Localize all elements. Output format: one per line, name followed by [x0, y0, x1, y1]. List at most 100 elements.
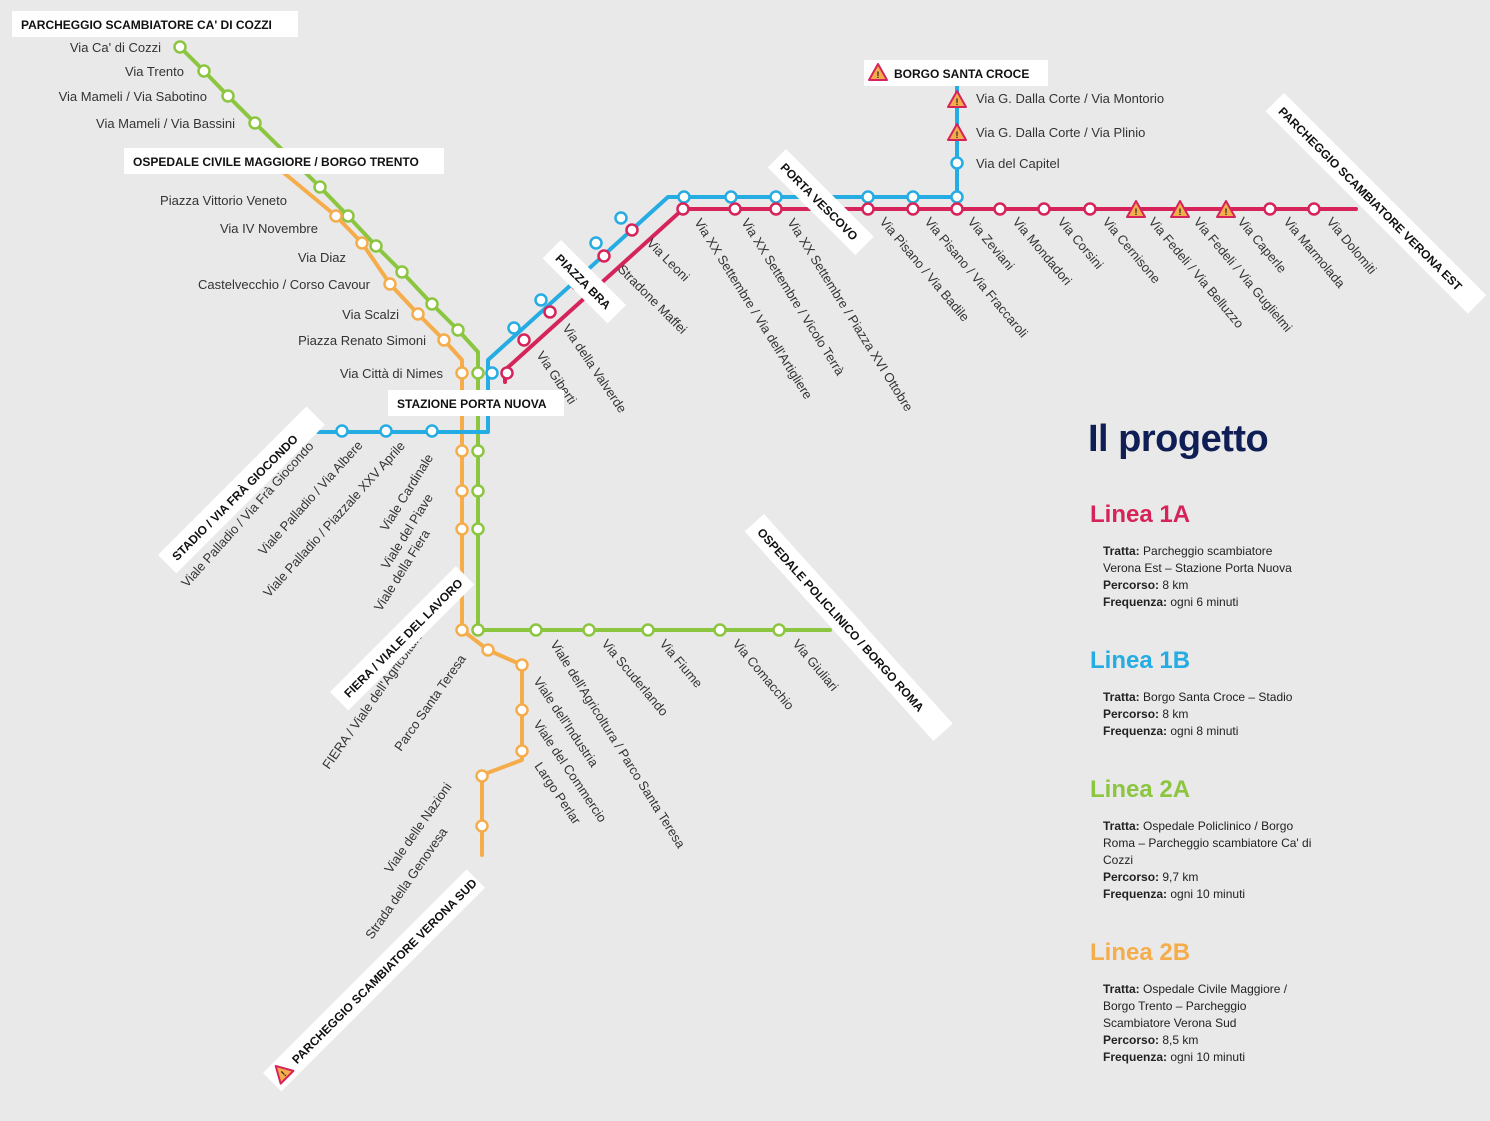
terminal-box [263, 869, 486, 1092]
stop-marker [950, 190, 964, 204]
stop-label: Via Fiume [657, 636, 706, 690]
tratta-label: Tratta: [1103, 544, 1140, 558]
stop-marker [515, 703, 529, 717]
stop-marker [173, 40, 187, 54]
stop-marker [455, 522, 469, 536]
stop-marker [950, 202, 964, 216]
legend-title: Il progetto [1088, 418, 1269, 460]
stop-marker [713, 623, 727, 637]
stop-label: Via Leoni [644, 236, 693, 285]
tratta-label: Tratta: [1103, 819, 1140, 833]
route-stops: !!!!! [173, 40, 1321, 833]
terminal-label: OSPEDALE CIVILE MAGGIORE / BORGO TRENTO [133, 155, 419, 169]
terminal-stazione: STAZIONE PORTA NUOVA [388, 390, 564, 416]
terminal-box [1265, 93, 1487, 314]
stop-marker [676, 202, 690, 216]
stop-marker [534, 293, 548, 307]
terminal-porta-vescovo: PORTA VESCOVO [767, 149, 874, 256]
stop-marker [597, 249, 611, 263]
svg-text:!: ! [956, 97, 959, 107]
stop-marker [455, 366, 469, 380]
warning-icon: ! [868, 63, 888, 81]
svg-text:!: ! [956, 130, 959, 140]
stop-marker [582, 623, 596, 637]
stop-marker [515, 744, 529, 758]
terminal-box [330, 566, 475, 711]
warning-icon: ! [1216, 200, 1236, 218]
frequenza-label: Frequenza: [1103, 724, 1168, 738]
stop-marker [455, 623, 469, 637]
stop-label: Via Giuliari [790, 636, 842, 694]
stop-marker [950, 156, 964, 170]
terminal-box [542, 240, 627, 324]
stop-marker [471, 623, 485, 637]
percorso-value: 8 km [1162, 578, 1189, 592]
percorso-label: Percorso: [1103, 870, 1160, 884]
percorso-label: Percorso: [1103, 1033, 1160, 1047]
warning-icon: ! [947, 123, 967, 141]
terminal-box [767, 149, 874, 256]
stop-label: Via del Capitel [976, 156, 1060, 171]
percorso-label: Percorso: [1103, 578, 1160, 592]
stop-marker [529, 623, 543, 637]
stop-marker [772, 623, 786, 637]
percorso-label: Percorso: [1103, 707, 1160, 721]
legend-line-1a-name: Linea 1A [1090, 501, 1191, 528]
percorso-value: 8 km [1162, 707, 1189, 721]
stop-marker [329, 209, 343, 223]
stop-label: Via Città di Nimes [340, 366, 444, 381]
legend-line-1b-name: Linea 1B [1090, 647, 1191, 674]
stop-marker [906, 202, 920, 216]
tratta-value: Ospedale Policlinico / Borgo Roma – Parc… [1103, 819, 1312, 867]
stop-marker [728, 202, 742, 216]
tratta-label: Tratta: [1103, 982, 1140, 996]
terminal-box [864, 60, 1048, 86]
stop-marker [341, 209, 355, 223]
legend-line-1b-details: Tratta: Borgo Santa Croce – Stadio Perco… [1103, 689, 1313, 740]
stop-marker [769, 190, 783, 204]
stop-label: FIERA / Viale dell'Agricoltura [319, 627, 427, 772]
svg-text:!: ! [279, 1069, 288, 1078]
stop-marker [313, 180, 327, 194]
terminal-fiera: FIERA / VIALE DEL LAVORO [330, 566, 475, 711]
stop-label: Piazza Vittorio Veneto [160, 193, 287, 208]
stop-marker [861, 202, 875, 216]
legend-line-1b: Linea 1B Tratta: Borgo Santa Croce – Sta… [1088, 647, 1468, 740]
stop-marker [221, 89, 235, 103]
stop-marker [769, 202, 783, 216]
terminal-cadicozzi: PARCHEGGIO SCAMBIATORE CA' DI COZZI [12, 11, 298, 37]
warning-icon: ! [274, 1064, 295, 1085]
stop-marker [437, 333, 451, 347]
legend-line-2b-name: Linea 2B [1090, 939, 1191, 966]
stop-label: Castelvecchio / Corso Cavour [198, 277, 371, 292]
frequenza-label: Frequenza: [1103, 1050, 1168, 1064]
stop-label: Piazza Renato Simoni [298, 333, 426, 348]
stop-marker [471, 366, 485, 380]
stop-label: Via Mameli / Via Sabotino [59, 89, 207, 104]
stop-label: Via Ca' di Cozzi [70, 40, 161, 55]
stop-marker [500, 366, 514, 380]
stop-label: Via Trento [125, 64, 184, 79]
stop-marker [589, 236, 603, 250]
stop-marker [614, 211, 628, 225]
terminal-verona-sud: !PARCHEGGIO SCAMBIATORE VERONA SUD [263, 869, 486, 1092]
stop-marker [475, 819, 489, 833]
frequenza-value: ogni 10 minuti [1170, 1050, 1246, 1064]
tratta-value: Borgo Santa Croce – Stadio [1143, 690, 1293, 704]
legend-line-2a-name: Linea 2A [1090, 776, 1191, 803]
frequenza-label: Frequenza: [1103, 887, 1168, 901]
svg-text:!: ! [1179, 207, 1182, 217]
stop-marker [625, 223, 639, 237]
stop-marker [724, 190, 738, 204]
stop-label: Via IV Novembre [220, 221, 318, 236]
terminal-label: STADIO / VIA FRÀ GIOCONDO [169, 431, 301, 563]
svg-text:!: ! [1225, 207, 1228, 217]
terminal-borgo-santa-croce: !BORGO SANTA CROCE [864, 60, 1048, 86]
stop-marker [411, 307, 425, 321]
stop-label: Via Comacchio [730, 636, 798, 712]
warning-icon: ! [947, 90, 967, 108]
legend-line-1a: Linea 1A Tratta: Parcheggio scambiatore … [1088, 501, 1468, 611]
frequenza-value: ogni 6 minuti [1170, 595, 1239, 609]
terminal-box [158, 406, 325, 574]
